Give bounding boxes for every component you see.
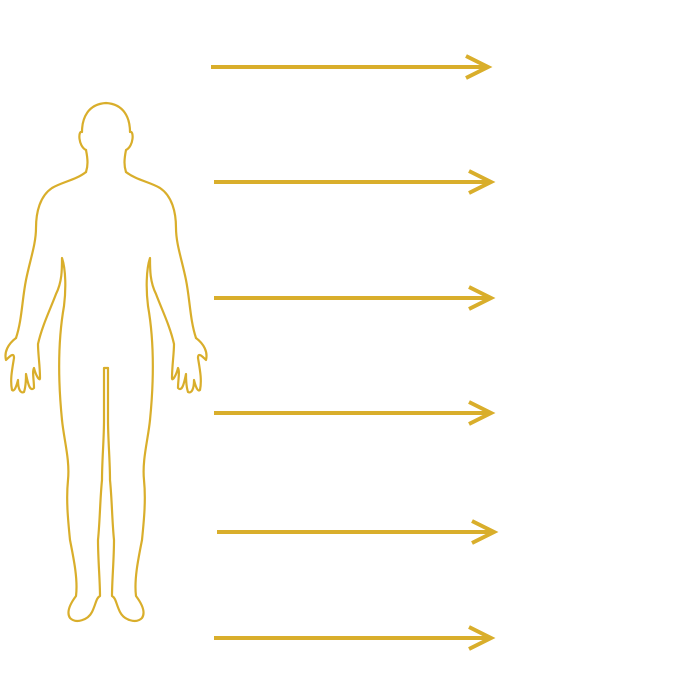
arrow-right-icon (214, 287, 491, 309)
human-body-outline-icon (5, 103, 206, 621)
right-arm-outline (147, 258, 207, 420)
neck-left-outline (86, 150, 88, 172)
arrow-right-icon (214, 402, 491, 424)
arrow-group (211, 56, 494, 649)
torso-outline (16, 172, 196, 338)
arrow-right-icon (214, 627, 491, 649)
arrow-right-icon (211, 56, 488, 78)
left-arm-outline (5, 258, 65, 420)
arrow-right-icon (217, 521, 494, 543)
arrow-right-icon (214, 171, 491, 193)
left-leg-outline (62, 368, 108, 621)
right-leg-outline (108, 368, 150, 621)
